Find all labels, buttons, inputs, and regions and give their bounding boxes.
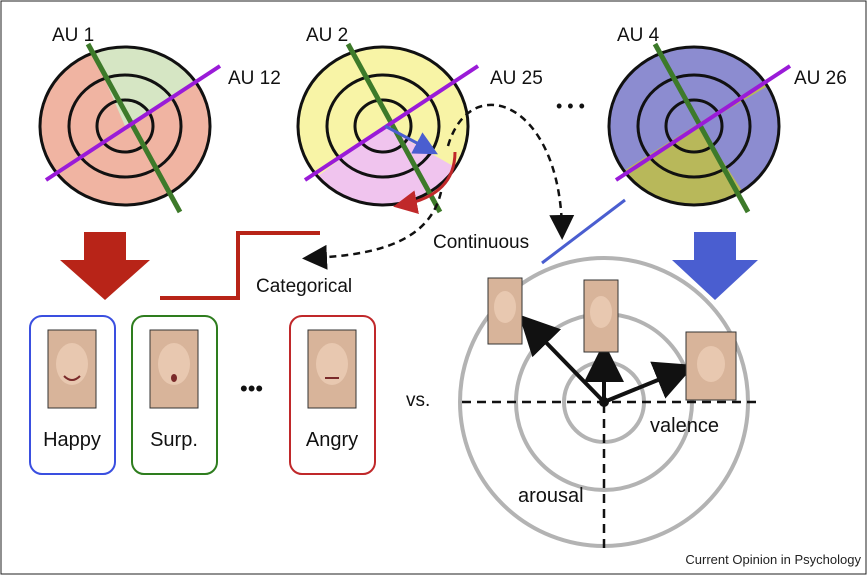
face-photo-surprise <box>583 279 619 353</box>
emotion-label: Angry <box>306 429 358 451</box>
state-vector-arrow <box>384 124 438 155</box>
continuous-boundary-line <box>541 198 626 265</box>
au-label: AU 26 <box>794 68 847 89</box>
emotion-card-surprise: Surp. <box>131 315 218 475</box>
au-label: AU 25 <box>490 68 543 89</box>
emotion-card-angry: Angry <box>289 315 376 475</box>
au-circle-1 <box>38 42 222 214</box>
au-circle-3 <box>607 42 792 214</box>
rotation-arrow <box>393 151 457 215</box>
arousal-label: arousal <box>518 485 584 507</box>
emotion-label: Surp. <box>150 429 198 451</box>
categorical-dashed-arrow <box>302 191 443 270</box>
vector-happy <box>603 361 695 404</box>
au-label: AU 12 <box>228 68 281 89</box>
continuous-label: Continuous <box>433 232 529 253</box>
au-label: AU 1 <box>52 25 94 46</box>
au-line-purple <box>614 64 792 182</box>
vs-label: vs. <box>406 390 430 411</box>
red-down-arrow <box>60 232 150 300</box>
ellipsis-top: • • • <box>556 96 585 116</box>
categorical-step-line <box>160 231 320 300</box>
au-label: AU 2 <box>306 25 348 46</box>
face-photo-happy <box>685 331 737 401</box>
au-line-purple <box>44 64 222 182</box>
au-line-purple <box>303 64 480 182</box>
vector-angry <box>518 314 606 404</box>
face-photo-angry <box>487 277 523 345</box>
au-label: AU 4 <box>617 25 660 46</box>
au-line-green <box>345 42 443 214</box>
continuous-dashed-arrow <box>446 103 575 240</box>
emotion-card-happy: Happy <box>29 315 116 475</box>
emotion-label: Happy <box>43 429 101 451</box>
blue-down-arrow <box>672 232 758 300</box>
au-circle-2 <box>296 42 480 215</box>
credit-text: Current Opinion in Psychology <box>685 552 861 567</box>
au-line-green <box>85 42 183 214</box>
circumplex <box>458 256 760 548</box>
valence-label: valence <box>650 415 719 437</box>
ellipsis-bottom: ••• <box>240 376 263 401</box>
categorical-label: Categorical <box>256 276 352 297</box>
au-line-green <box>652 42 751 214</box>
